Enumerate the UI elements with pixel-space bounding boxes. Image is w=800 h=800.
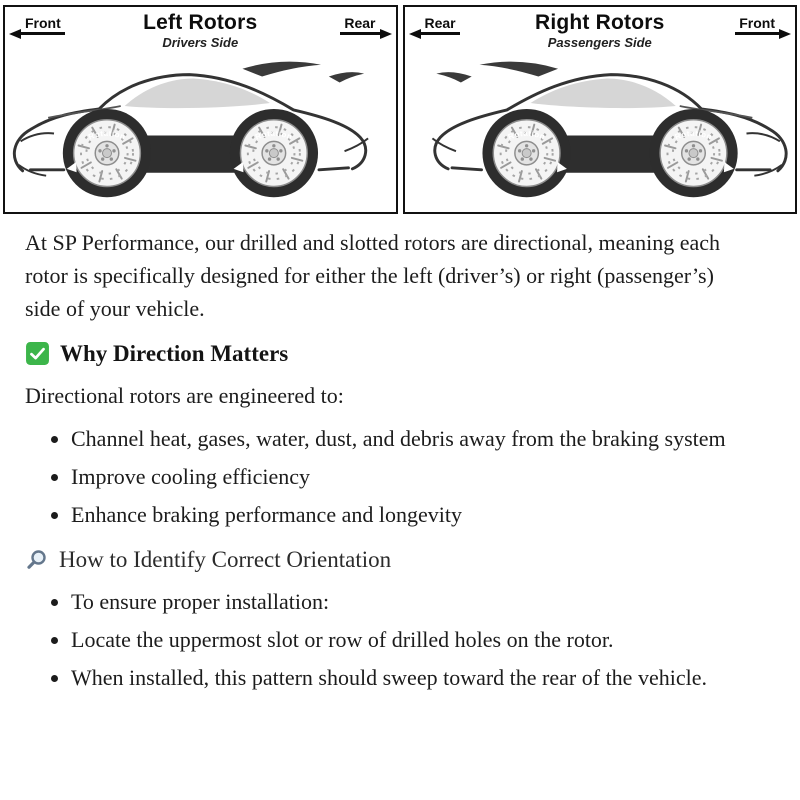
rear-direction-label: Rear	[340, 15, 392, 39]
svg-text:Rotation: Rotation	[673, 129, 713, 142]
panel-title: Left Rotors	[143, 11, 258, 34]
direction-label-text: Front	[739, 15, 775, 31]
panel-subtitle: Drivers Side	[162, 35, 239, 51]
svg-text:Rotation: Rotation	[254, 129, 294, 142]
front-direction-label: Front	[735, 15, 791, 39]
left-panel-header: Front Left Rotors Drivers Side Rear	[5, 7, 396, 53]
orientation-list: To ensure proper installation: Locate th…	[25, 585, 747, 694]
panel-title: Right Rotors	[534, 11, 665, 34]
rotation-label: Rotation	[506, 129, 545, 142]
svg-text:Rotation: Rotation	[506, 129, 546, 142]
rotation-arrow-icon	[723, 161, 734, 173]
bullet-item: Enhance braking performance and longevit…	[71, 498, 730, 531]
rotation-label: Rotation	[87, 129, 126, 142]
arrow-right-icon	[779, 29, 791, 39]
heading-text: How to Identify Correct Orientation	[59, 546, 392, 572]
rear-wheel-rotor: Rotation	[480, 107, 572, 199]
why-direction-list: Channel heat, gases, water, dust, and de…	[25, 422, 730, 531]
front-wheel-rotor: Rotation	[647, 107, 739, 199]
heading-text: Why Direction Matters	[60, 341, 289, 366]
rotation-arrow-icon	[233, 161, 244, 173]
rotation-label: Rotation	[673, 129, 712, 142]
svg-text:Rotation: Rotation	[87, 129, 127, 142]
intro-paragraph: At SP Performance, our drilled and slott…	[25, 230, 721, 321]
arrow-left-icon	[9, 29, 21, 39]
bullet-item: To ensure proper installation:	[71, 585, 747, 618]
rear-direction-label: Rear	[408, 15, 460, 39]
car-artwork: Rotation Rotation	[430, 60, 788, 199]
rotation-label: Rotation	[254, 129, 293, 142]
right-rotors-panel: Rear Right Rotors Passengers Side Front …	[402, 5, 797, 214]
lead-paragraph: Directional rotors are engineered to:	[25, 382, 344, 408]
bullet-item: When installed, this pattern should swee…	[71, 661, 747, 694]
section-heading-orientation: How to Identify Correct Orientation	[25, 545, 775, 575]
left-rotors-panel: Front Left Rotors Drivers Side Rear	[3, 5, 398, 214]
rotor-direction-diagram: Front Left Rotors Drivers Side Rear	[0, 0, 800, 214]
article-body: At SP Performance, our drilled and slott…	[0, 214, 800, 694]
front-direction-label: Front	[9, 15, 65, 39]
section-heading-why-direction: Why Direction Matters	[25, 339, 775, 369]
panel-subtitle: Passengers Side	[547, 35, 652, 51]
bullet-item: Improve cooling efficiency	[71, 460, 730, 493]
right-car-illustration: Rotation Rotation	[430, 60, 788, 199]
left-car-illustration: Rotation Rotation	[12, 60, 370, 199]
right-panel-titles: Right Rotors Passengers Side	[405, 7, 796, 50]
bullet-item: Channel heat, gases, water, dust, and de…	[71, 422, 730, 455]
right-panel-header: Rear Right Rotors Passengers Side Front	[405, 7, 796, 53]
car-artwork: Rotation Rotation	[12, 60, 370, 199]
left-panel-titles: Left Rotors Drivers Side	[5, 7, 396, 50]
arrow-right-icon	[379, 29, 392, 39]
direction-label-text: Rear	[344, 15, 376, 31]
magnifier-icon	[25, 548, 49, 572]
rotation-arrow-icon	[556, 161, 567, 173]
arrow-left-icon	[408, 29, 421, 39]
front-wheel-rotor: Rotation	[61, 107, 153, 199]
direction-label-text: Front	[25, 15, 61, 31]
rotation-arrow-icon	[66, 161, 77, 173]
direction-label-text: Rear	[424, 15, 456, 31]
bullet-item: Locate the uppermost slot or row of dril…	[71, 623, 747, 656]
check-icon	[25, 341, 50, 366]
rear-wheel-rotor: Rotation	[228, 107, 320, 199]
